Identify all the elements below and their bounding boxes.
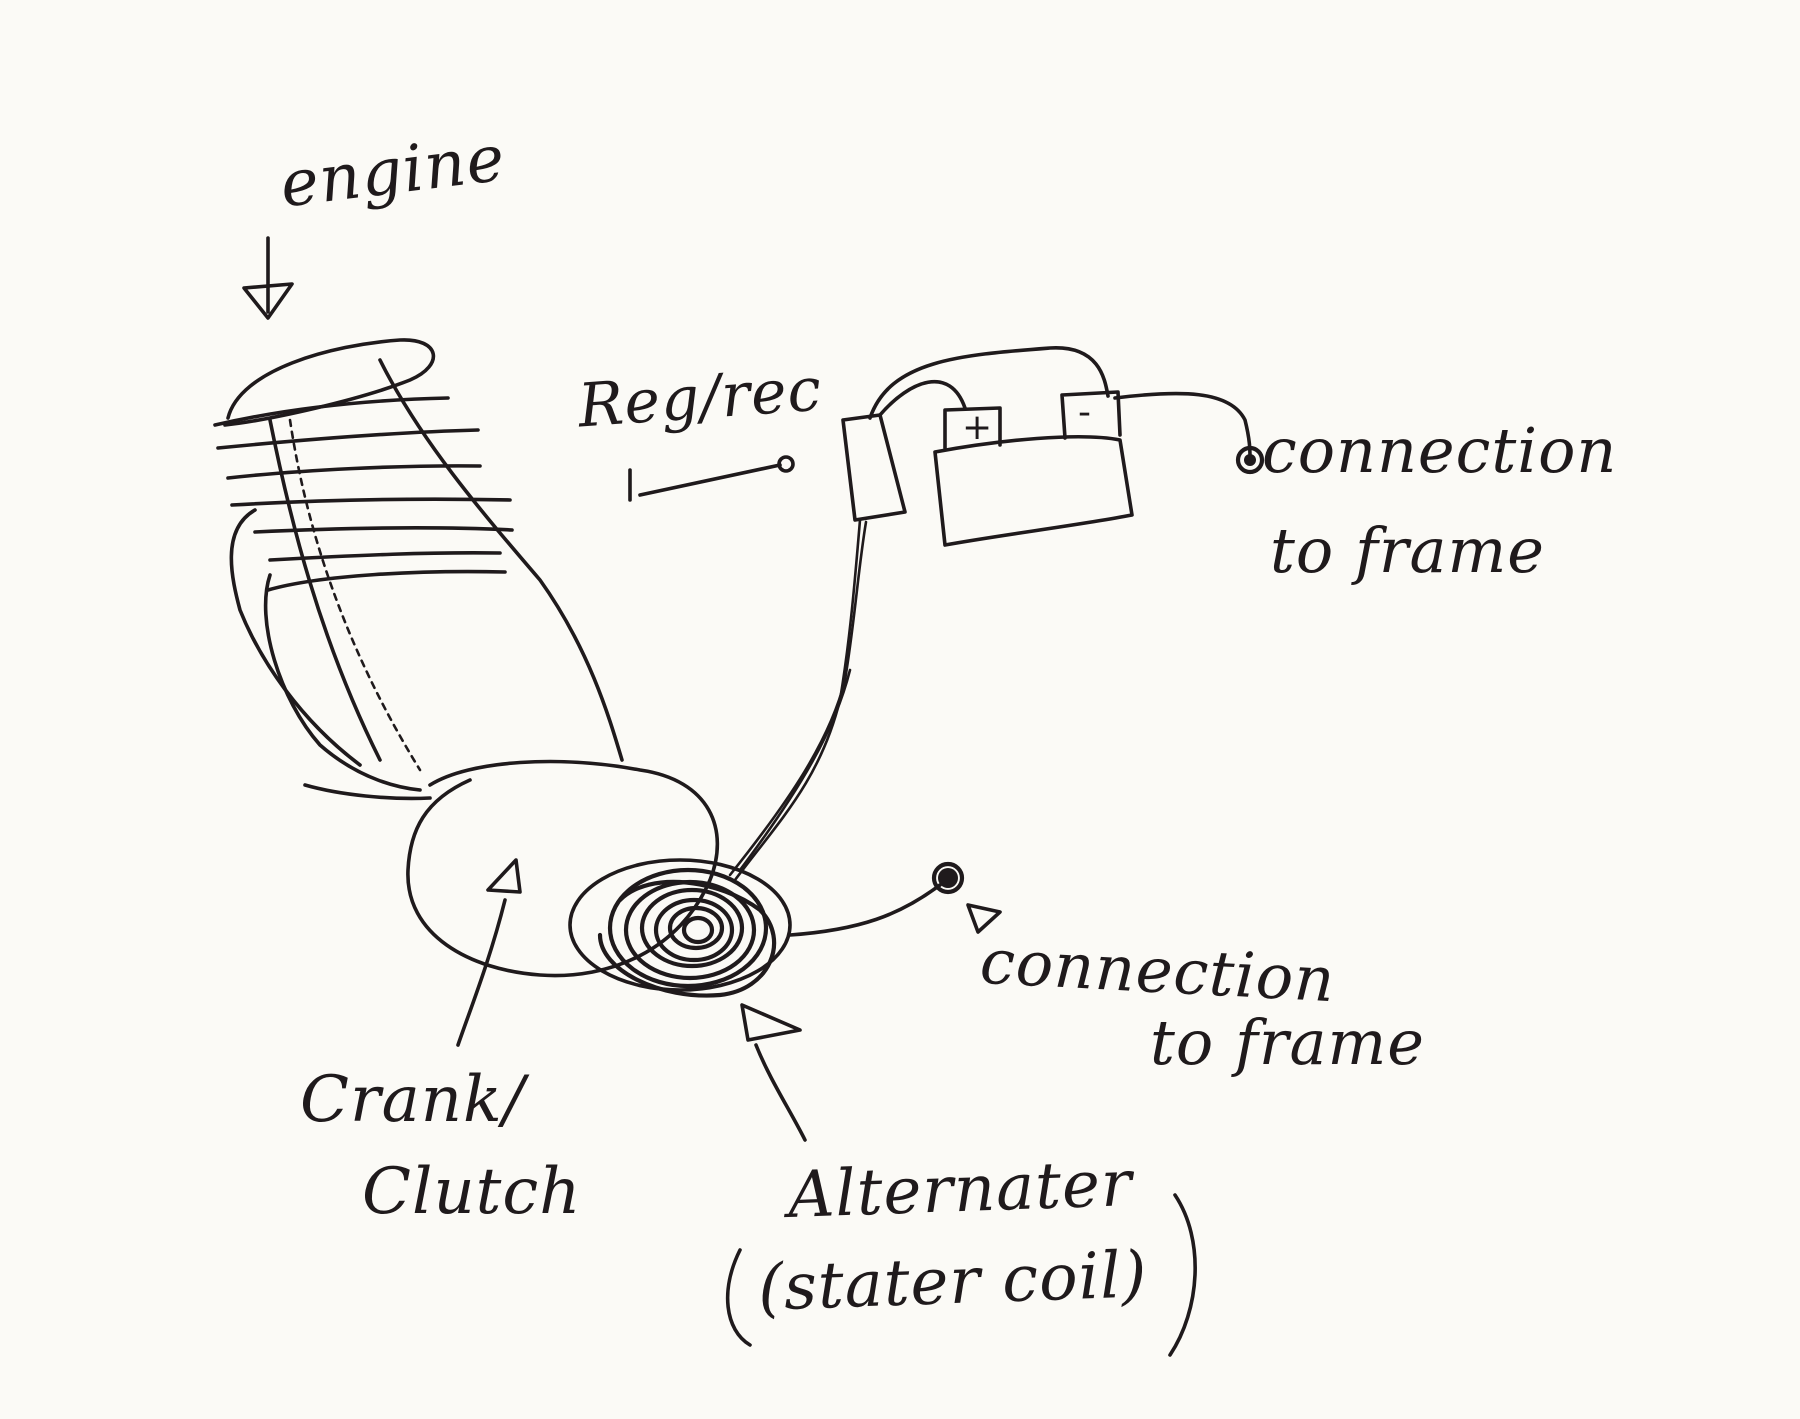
alternator-to-frame-label: to frame xyxy=(1150,1006,1425,1079)
battery-to-frame-label: to frame xyxy=(1270,514,1545,587)
engine-arrow xyxy=(242,236,294,320)
stator-coil-label: (stater coil) xyxy=(756,1238,1149,1326)
stator-wires xyxy=(728,518,868,882)
engine-cylinder xyxy=(213,338,624,801)
crank-label: Crank/ xyxy=(300,1063,526,1137)
alternator-connection-label: connection xyxy=(978,924,1338,1017)
stator-label-brackets xyxy=(725,1193,1197,1357)
alternator-label: Alternater xyxy=(786,1147,1134,1233)
regrec-box xyxy=(628,413,907,522)
battery-plus-label: + xyxy=(962,407,994,448)
clutch-label: Clutch xyxy=(362,1155,582,1229)
battery-minus-label: - xyxy=(1078,392,1092,433)
crankcase xyxy=(406,759,720,1047)
regrec-label: Reg/rec xyxy=(575,354,825,442)
stator-coil xyxy=(568,858,1002,1142)
battery-connection-label: connection xyxy=(1262,414,1618,487)
battery xyxy=(868,346,1265,547)
